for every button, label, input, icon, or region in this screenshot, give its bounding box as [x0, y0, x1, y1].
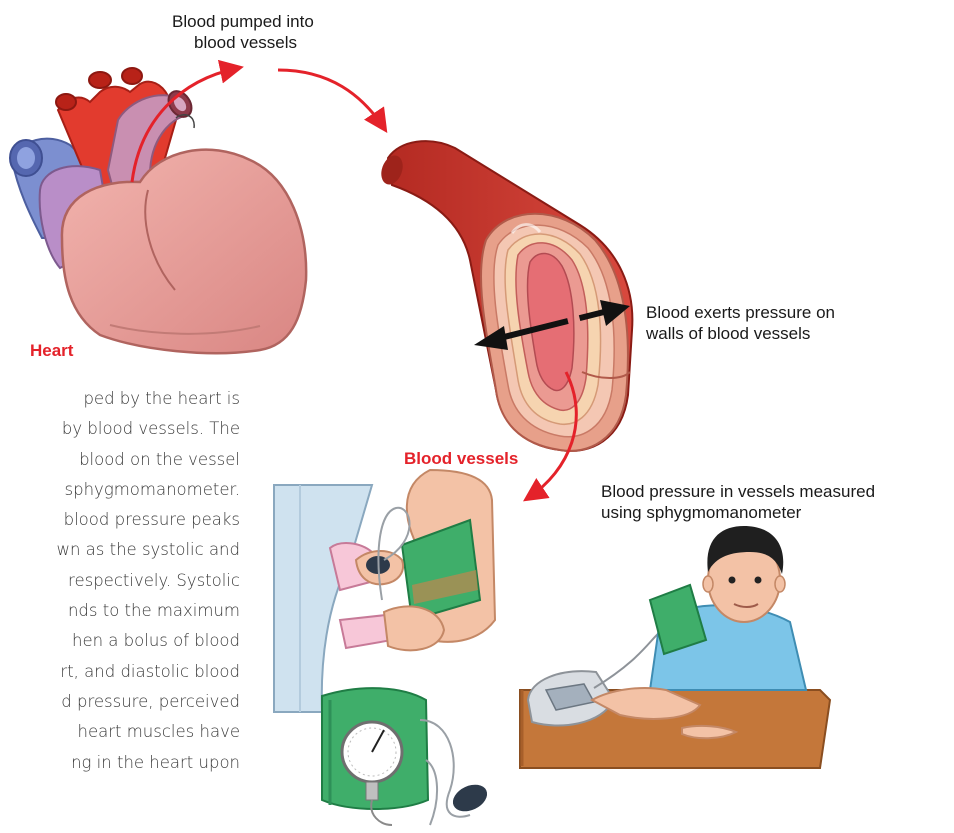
measured-label: Blood pressure in vessels measured using…: [601, 481, 875, 523]
pumped-label-line-1: Blood pumped into: [172, 11, 314, 32]
measured-label-line-2: using sphygmomanometer: [601, 502, 875, 523]
body-text-line: hen a bolus of blood: [0, 626, 240, 656]
body-text-line: blood on the vessel: [0, 445, 240, 475]
pressure-label-line-2: walls of blood vessels: [646, 323, 835, 344]
blood-vessels-label: Blood vessels: [404, 448, 518, 469]
body-text-paragraph: ped by the heart is by blood vessels. Th…: [0, 384, 240, 778]
body-text-line: respectively. Systolic: [0, 566, 240, 596]
pressure-label: Blood exerts pressure on walls of blood …: [646, 302, 835, 344]
body-text-line: rt, and diastolic blood: [0, 657, 240, 687]
body-text-line: heart muscles have: [0, 717, 240, 747]
body-text-line: blood pressure peaks: [0, 505, 240, 535]
measured-label-line-1: Blood pressure in vessels measured: [601, 481, 875, 502]
body-text-line: by blood vessels. The: [0, 414, 240, 444]
body-text-line: ng in the heart upon: [0, 748, 240, 778]
body-text-line: ped by the heart is: [0, 384, 240, 414]
pumped-label: Blood pumped into blood vessels: [172, 11, 314, 53]
pumped-label-line-2: blood vessels: [172, 32, 314, 53]
doctor-measuring-illustration: [274, 470, 495, 712]
sphygmomanometer-illustration: [322, 688, 491, 825]
boy-measuring-illustration: [520, 526, 830, 768]
pressure-label-line-1: Blood exerts pressure on: [646, 302, 835, 323]
pump-arrow-in: [278, 70, 384, 128]
body-text-line: nds to the maximum: [0, 596, 240, 626]
blood-vessel-illustration: [377, 141, 632, 451]
body-text-line: d pressure, perceived: [0, 687, 240, 717]
body-text-line: wn as the systolic and: [0, 535, 240, 565]
heart-illustration: [10, 68, 306, 353]
heart-label: Heart: [30, 340, 73, 361]
body-text-line: sphygmomanometer.: [0, 475, 240, 505]
